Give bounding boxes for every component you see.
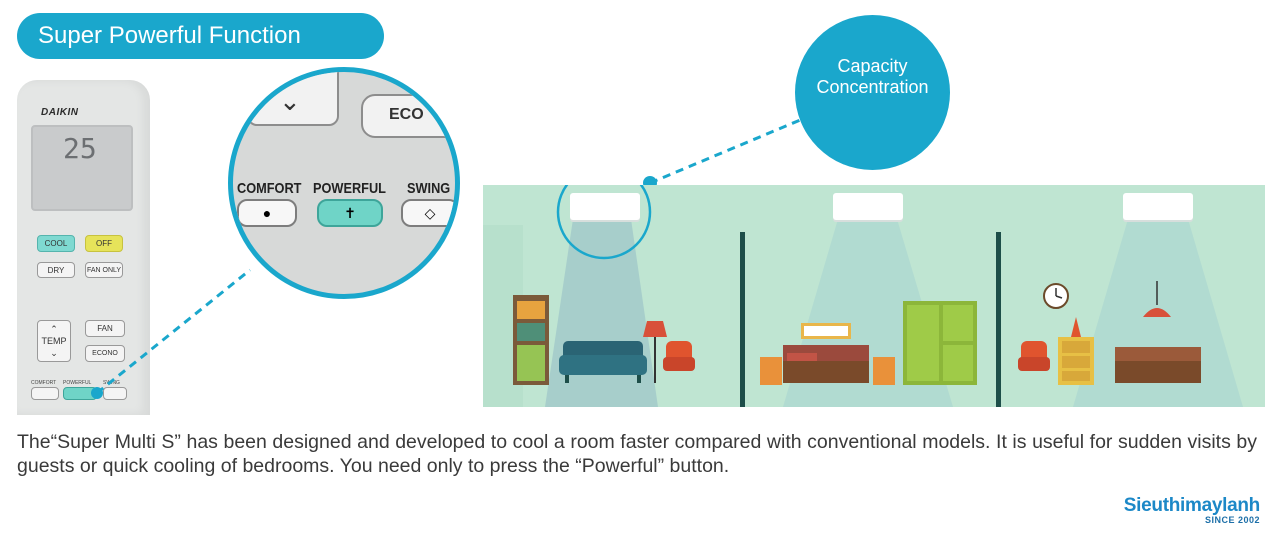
- comfort-button-small[interactable]: [31, 387, 59, 400]
- logo-name: Sieuthimaylanh: [1123, 495, 1261, 516]
- sofa: [559, 341, 647, 383]
- chevron-up-icon: ⌃: [50, 324, 58, 334]
- furniture-illustrations: [513, 281, 1201, 385]
- off-button[interactable]: OFF: [85, 235, 123, 252]
- zoom-swing-button: ◇: [401, 199, 455, 227]
- capacity-label: Capacity: [837, 56, 908, 76]
- wardrobe: [903, 301, 977, 385]
- nightstand-left: [760, 357, 782, 385]
- floor-lamp: [643, 321, 667, 383]
- zoom-powerful-label: POWERFUL: [313, 180, 386, 197]
- air-conditioner-unit-1: [570, 193, 640, 220]
- remote-brand: DAIKIN: [41, 107, 79, 118]
- title-pill: Super Powerful Function: [17, 13, 384, 59]
- zoom-powerful-button: ✝: [317, 199, 383, 227]
- air-conditioner-unit-3: [1123, 193, 1193, 220]
- zoom-comfort-button: ●: [237, 199, 297, 227]
- bed-room3: [1115, 347, 1201, 383]
- comfort-label-small: COMFORT: [31, 380, 57, 386]
- remote-temperature: 25: [63, 132, 97, 165]
- connector-ac-bubble: [649, 116, 806, 185]
- zoom-comfort-label: COMFORT: [237, 180, 302, 197]
- powerful-label-small: POWERFUL: [63, 380, 92, 386]
- chest-of-drawers: [1058, 317, 1094, 385]
- bookshelf: [513, 295, 549, 385]
- temp-button[interactable]: ⌃ TEMP ⌄: [37, 320, 71, 362]
- chevron-down-icon: ⌄: [50, 348, 58, 358]
- zoom-econo-button: ECO: [361, 94, 455, 138]
- fan-button[interactable]: FAN: [85, 320, 125, 337]
- pendant-lamp: [1143, 281, 1171, 317]
- zoom-econo-label: ECO: [389, 106, 424, 123]
- logo-since: SINCE 2002: [1204, 515, 1260, 525]
- remote-control: DAIKIN 25 COOL OFF DRY FAN ONLY ⌃ TEMP ⌄…: [17, 80, 150, 415]
- armchair-room3: [1018, 341, 1050, 371]
- connector-remote-zoom: [96, 268, 251, 395]
- swing-button-small[interactable]: [103, 387, 127, 400]
- person-icon: ●: [262, 205, 272, 221]
- picture-frame: [801, 323, 851, 339]
- armchair: [663, 341, 695, 371]
- brand-logo: Sieuthimaylanh SINCE 2002: [1090, 495, 1261, 525]
- description-text: The“Super Multi S” has been designed and…: [17, 431, 1257, 477]
- air-conditioner-unit-2: [833, 193, 903, 220]
- capacity-bubble: Capacity Concentration: [795, 15, 950, 170]
- connector-dot-remote: [91, 387, 103, 399]
- zoom-temp-down-button: ⌄: [247, 72, 339, 126]
- wall-clock: [1043, 283, 1069, 309]
- bed: [783, 345, 869, 383]
- cool-button[interactable]: COOL: [37, 235, 75, 252]
- concentration-label: Concentration: [816, 77, 929, 97]
- powerful-person-icon: ✝: [344, 205, 356, 221]
- page-title: Super Powerful Function: [38, 22, 301, 49]
- remote-lcd: [31, 125, 133, 211]
- ac-highlight-ring: [556, 185, 652, 260]
- dry-button[interactable]: DRY: [37, 262, 75, 278]
- econo-button[interactable]: ECONO: [85, 345, 125, 362]
- room-divider-wall-2: [996, 232, 1001, 407]
- zoom-circle: ⌄ ECO COMFORT POWERFUL SWING ● ✝ ◇: [228, 67, 460, 299]
- swing-icon: ◇: [424, 205, 436, 221]
- nightstand-right: [873, 357, 895, 385]
- zoom-swing-label: SWING: [407, 180, 451, 197]
- chevron-down-icon: ⌄: [279, 86, 301, 116]
- temp-label: TEMP: [41, 336, 67, 346]
- room-divider-wall-1: [740, 232, 745, 407]
- room-scene: [483, 185, 1265, 407]
- fan-only-button[interactable]: FAN ONLY: [85, 262, 123, 278]
